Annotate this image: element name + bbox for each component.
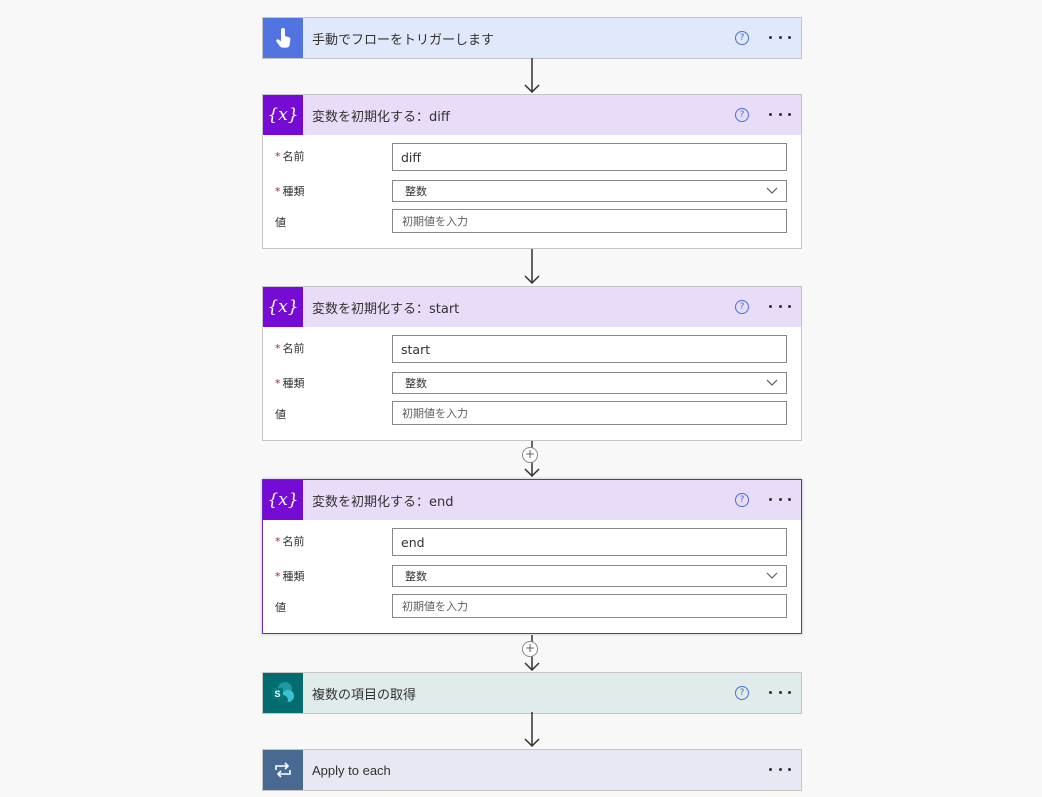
touch-icon — [263, 18, 303, 58]
help-icon[interactable]: ? — [735, 493, 749, 507]
value-label: 値 — [275, 408, 286, 421]
variable-icon: {𝑥} — [263, 287, 303, 327]
variable-icon: {𝑥} — [263, 480, 303, 520]
more-options-icon[interactable] — [769, 297, 791, 315]
chevron-down-icon — [766, 379, 778, 386]
variable-body: *名前 diff *種類 整数 値 初期値を入力 — [263, 135, 801, 248]
variable-body: *名前 end *種類 整数 値 初期値を入力 — [263, 520, 801, 633]
variable-title: 変数を初期化する：diff — [312, 109, 450, 125]
connector-arrow — [524, 58, 540, 94]
init-variable-card-start[interactable]: {𝑥} 変数を初期化する：start ? *名前 start *種類 整数 値 … — [262, 286, 802, 441]
type-select[interactable]: 整数 — [392, 372, 787, 394]
type-label: *種類 — [275, 570, 305, 583]
name-label: *名前 — [275, 150, 305, 163]
get-items-card[interactable]: S 複数の項目の取得 ? — [262, 672, 802, 714]
trigger-title: 手動でフローをトリガーします — [312, 32, 495, 48]
loop-icon — [263, 750, 303, 790]
trigger-header[interactable]: 手動でフローをトリガーします ? — [263, 18, 801, 58]
type-select-value: 整数 — [405, 570, 427, 583]
more-options-icon[interactable] — [769, 28, 791, 46]
type-select-value: 整数 — [405, 185, 427, 198]
svg-text:S: S — [274, 689, 280, 699]
type-label: *種類 — [275, 377, 305, 390]
variable-header[interactable]: {𝑥} 変数を初期化する：end ? — [263, 480, 801, 520]
type-select[interactable]: 整数 — [392, 180, 787, 202]
chevron-down-icon — [766, 572, 778, 579]
variable-body: *名前 start *種類 整数 値 初期値を入力 — [263, 327, 801, 440]
sharepoint-icon: S — [263, 673, 303, 713]
variable-header[interactable]: {𝑥} 変数を初期化する：diff ? — [263, 95, 801, 135]
init-variable-card-diff[interactable]: {𝑥} 変数を初期化する：diff ? *名前 diff *種類 整数 値 初期… — [262, 94, 802, 249]
name-input[interactable]: start — [392, 335, 787, 363]
connector-arrow — [524, 712, 540, 748]
help-icon[interactable]: ? — [735, 300, 749, 314]
variable-title: 変数を初期化する：start — [312, 301, 460, 317]
name-label: *名前 — [275, 342, 305, 355]
variable-title: 変数を初期化する：end — [312, 494, 454, 510]
name-input[interactable]: end — [392, 528, 787, 556]
value-label: 値 — [275, 216, 286, 229]
name-label: *名前 — [275, 535, 305, 548]
more-options-icon[interactable] — [769, 105, 791, 123]
sharepoint-header[interactable]: S 複数の項目の取得 ? — [263, 673, 801, 713]
name-input[interactable]: diff — [392, 143, 787, 171]
variable-header[interactable]: {𝑥} 変数を初期化する：start ? — [263, 287, 801, 327]
chevron-down-icon — [766, 187, 778, 194]
more-options-icon[interactable] — [769, 760, 791, 778]
insert-step-button[interactable]: + — [522, 641, 538, 657]
trigger-card[interactable]: 手動でフローをトリガーします ? — [262, 17, 802, 59]
variable-icon: {𝑥} — [263, 95, 303, 135]
type-label: *種類 — [275, 185, 305, 198]
value-input[interactable]: 初期値を入力 — [392, 594, 787, 618]
value-input[interactable]: 初期値を入力 — [392, 209, 787, 233]
value-label: 値 — [275, 601, 286, 614]
apply-to-each-header[interactable]: Apply to each — [263, 750, 801, 790]
type-select[interactable]: 整数 — [392, 565, 787, 587]
connector-arrow — [524, 249, 540, 285]
insert-step-button[interactable]: + — [522, 447, 538, 463]
init-variable-card-end[interactable]: {𝑥} 変数を初期化する：end ? *名前 end *種類 整数 値 初期値を… — [262, 479, 802, 634]
help-icon[interactable]: ? — [735, 108, 749, 122]
value-input[interactable]: 初期値を入力 — [392, 401, 787, 425]
more-options-icon[interactable] — [769, 490, 791, 508]
more-options-icon[interactable] — [769, 683, 791, 701]
help-icon[interactable]: ? — [735, 31, 749, 45]
type-select-value: 整数 — [405, 377, 427, 390]
apply-to-each-card[interactable]: Apply to each — [262, 749, 802, 791]
help-icon[interactable]: ? — [735, 686, 749, 700]
apply-to-each-title: Apply to each — [312, 762, 391, 778]
get-items-title: 複数の項目の取得 — [312, 687, 417, 703]
